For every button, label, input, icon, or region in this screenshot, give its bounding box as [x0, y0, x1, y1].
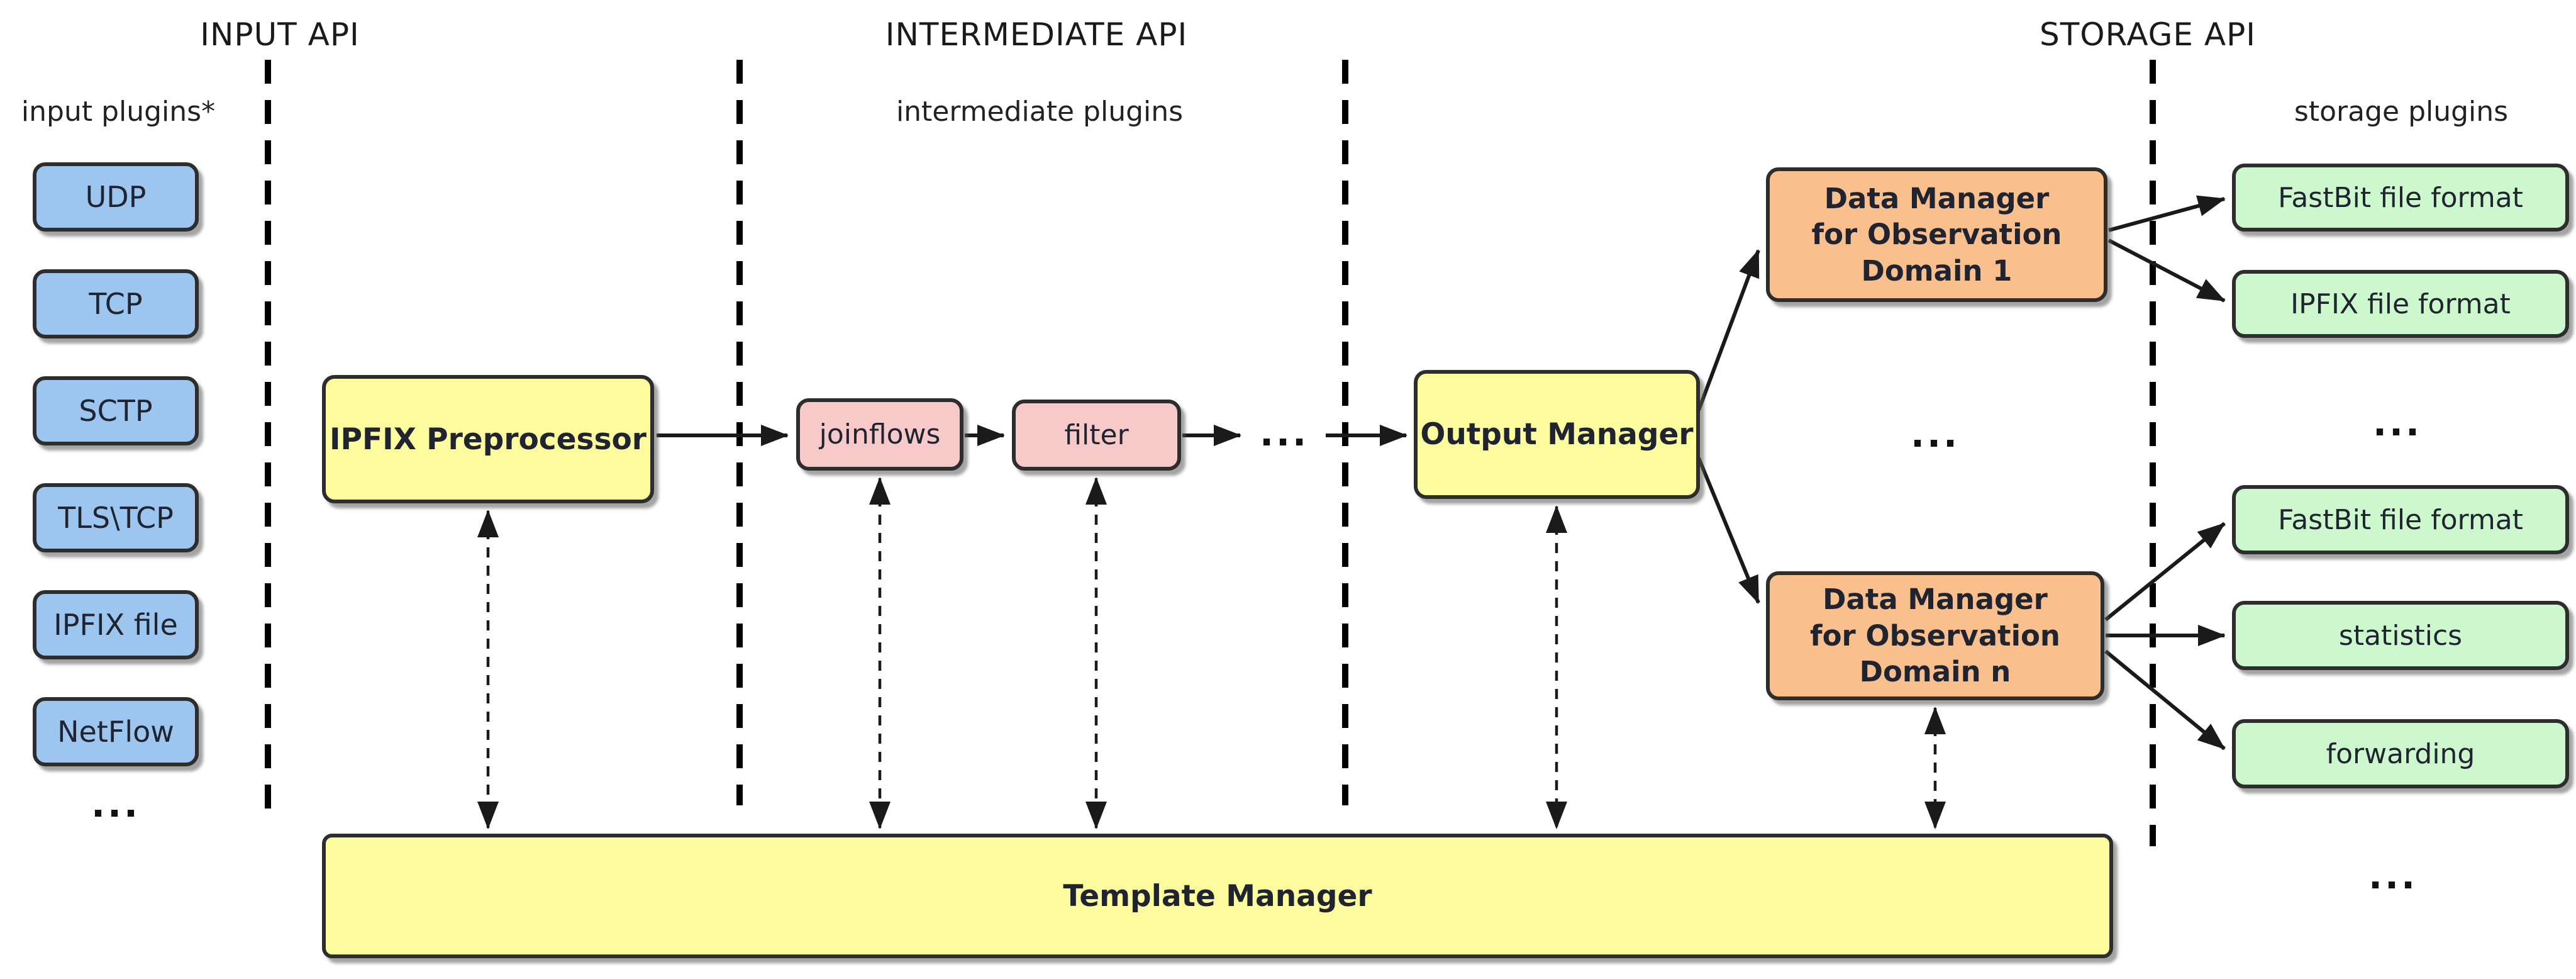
pipeline-more-indicator: ... [1259, 411, 1309, 454]
input-plugin-ipfix-file: IPFIX file [33, 590, 199, 659]
input-api-header: INPUT API [200, 16, 360, 53]
input-plugin-udp-label: UDP [85, 180, 147, 214]
storage-plugin-fastbit-1-label: FastBit file format [2278, 181, 2523, 214]
arrow-domain1-to-fastbit [2108, 195, 2226, 232]
storage-plugin-fastbit-2-label: FastBit file format [2278, 503, 2523, 536]
input-plugin-sctp-label: SCTP [79, 394, 153, 428]
filter-label: filter [1064, 419, 1129, 451]
storage-plugins-label: storage plugins [2294, 96, 2509, 128]
storage-plugins-more-bottom-indicator: ... [2368, 854, 2418, 897]
storage-plugin-statistics-label: statistics [2338, 619, 2463, 652]
input-plugin-ipfix-file-label: IPFIX file [53, 608, 178, 642]
arrow-output-manager-to-domain1 [1697, 249, 1760, 411]
output-manager-box: Output Manager [1414, 370, 1700, 499]
data-manager-domain-n-box: Data Manager for Observation Domain n [1766, 571, 2104, 700]
intermediate-api-header: INTERMEDIATE API [885, 16, 1188, 53]
storage-api-header: STORAGE API [2039, 16, 2257, 53]
data-manager-domain1-box: Data Manager for Observation Domain 1 [1766, 167, 2107, 302]
ipfix-preprocessor-label: IPFIX Preprocessor [330, 422, 647, 457]
arrow-domain-n-to-fastbit [2104, 522, 2226, 622]
input-plugin-udp: UDP [33, 162, 199, 232]
input-plugin-sctp: SCTP [33, 376, 199, 445]
data-manager-domain1-label: Data Manager for Observation Domain 1 [1811, 181, 2062, 288]
intermediate-plugins-label: intermediate plugins [896, 96, 1184, 128]
filter-box: filter [1012, 400, 1181, 471]
input-plugin-netflow-label: NetFlow [57, 715, 174, 749]
data-managers-more-indicator: ... [1910, 413, 1960, 456]
template-manager-label: Template Manager [1063, 878, 1372, 914]
input-plugin-tcp: TCP [33, 269, 199, 338]
storage-plugin-fastbit-1: FastBit file format [2232, 164, 2569, 232]
input-plugin-tls-tcp: TLS\TCP [33, 483, 199, 552]
ipfix-preprocessor-box: IPFIX Preprocessor [322, 375, 654, 503]
storage-plugin-forwarding: forwarding [2232, 719, 2569, 788]
storage-plugin-ipfix-format: IPFIX file format [2232, 270, 2569, 338]
arrow-output-manager-to-domain-n [1697, 457, 1760, 604]
input-plugin-tls-tcp-label: TLS\TCP [58, 501, 174, 535]
storage-plugin-fastbit-2: FastBit file format [2232, 485, 2569, 554]
input-plugin-netflow: NetFlow [33, 697, 199, 766]
template-manager-box: Template Manager [322, 834, 2113, 958]
input-plugin-tcp-label: TCP [89, 287, 143, 321]
joinflows-box: joinflows [796, 398, 963, 471]
storage-plugin-statistics: statistics [2232, 601, 2569, 670]
data-manager-domain-n-label: Data Manager for Observation Domain n [1810, 583, 2060, 689]
storage-plugins-more-top-indicator: ... [2372, 401, 2423, 444]
input-plugins-label: input plugins* [21, 96, 216, 128]
storage-plugin-forwarding-label: forwarding [2326, 737, 2475, 770]
storage-plugin-ipfix-format-label: IPFIX file format [2290, 288, 2511, 320]
output-manager-label: Output Manager [1420, 417, 1694, 452]
input-plugins-more-indicator: ... [91, 783, 141, 825]
joinflows-label: joinflows [819, 418, 941, 450]
arrow-domain1-to-ipfix-format [2107, 238, 2226, 303]
arrow-domain-n-to-forwarding [2104, 649, 2226, 751]
